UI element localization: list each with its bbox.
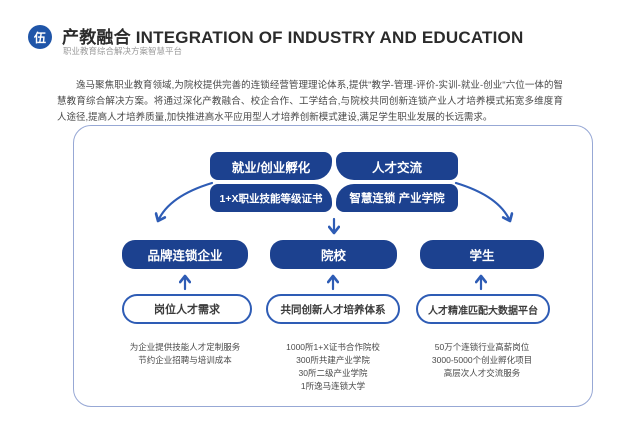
- hub-node-1x-certificate: 1+X职业技能等级证书: [210, 184, 332, 212]
- diagram-frame: [73, 125, 593, 407]
- note-line: 50万个连锁行业高薪岗位: [434, 342, 530, 352]
- note-line: 300所共建产业学院: [296, 355, 370, 365]
- hub-node-talent-exchange: 人才交流: [336, 152, 458, 180]
- hub-node-smart-chain-college: 智慧连锁 产业学院: [336, 184, 458, 212]
- note-line: 30所二级产业学院: [298, 368, 368, 378]
- offer-node-job-talent-demand: 岗位人才需求: [122, 294, 252, 324]
- intro-paragraph: 逸马聚焦职业教育领域,为院校提供完善的连锁经营管理理论体系,提供"教学-管理-评…: [57, 79, 563, 123]
- note-line: 高层次人才交流服务: [443, 368, 521, 378]
- notes-student: 50万个连锁行业高薪岗位 3000-5000个创业孵化项目 高层次人才交流服务: [402, 341, 562, 380]
- entity-node-student: 学生: [420, 240, 544, 269]
- section-number-label: 伍: [33, 30, 46, 45]
- note-line: 1000所1+X证书合作院校: [286, 342, 380, 352]
- note-line: 3000-5000个创业孵化项目: [431, 355, 533, 365]
- offer-node-joint-training-system: 共同创新人才培养体系: [266, 294, 400, 324]
- page-subtitle: 职业教育综合解决方案智慧平台: [63, 46, 183, 56]
- notes-enterprise: 为企业提供技能人才定制服务 节约企业招聘与培训成本: [105, 341, 265, 367]
- notes-college: 1000所1+X证书合作院校 300所共建产业学院 30所二级产业学院 1所逸马…: [253, 341, 413, 393]
- page-title-en: INTEGRATION OF INDUSTRY AND EDUCATION: [135, 28, 524, 47]
- note-line: 为企业提供技能人才定制服务: [129, 342, 241, 352]
- page-title: 产教融合 INTEGRATION OF INDUSTRY AND EDUCATI…: [62, 23, 523, 48]
- entity-node-college: 院校: [270, 240, 397, 269]
- page-title-zh: 产教融合: [62, 28, 131, 47]
- hub-node-employment-incubation: 就业/创业孵化: [210, 152, 332, 180]
- note-line: 1所逸马连锁大学: [300, 381, 366, 391]
- section-number-badge: 伍: [28, 25, 52, 49]
- offer-node-bigdata-matching-platform: 人才精准匹配大数据平台: [416, 294, 550, 324]
- entity-node-brand-chain-enterprise: 品牌连锁企业: [122, 240, 248, 269]
- note-line: 节约企业招聘与培训成本: [138, 355, 232, 365]
